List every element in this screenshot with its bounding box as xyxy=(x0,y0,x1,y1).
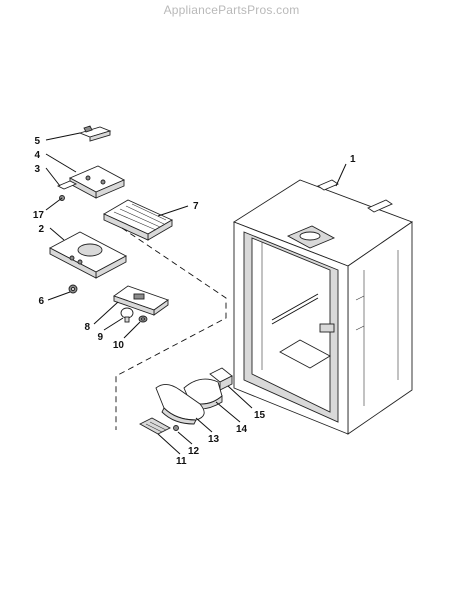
callout-15: 15 xyxy=(254,410,266,421)
part-6-screw[interactable] xyxy=(68,284,78,294)
part-9-bulb[interactable] xyxy=(120,307,134,323)
part-4-housing[interactable] xyxy=(68,165,126,199)
part-13-panel[interactable] xyxy=(155,384,205,425)
part-7-cover[interactable] xyxy=(103,199,173,241)
callout-12: 12 xyxy=(188,446,200,457)
callout-17: 17 xyxy=(33,210,45,221)
part-2-plate[interactable] xyxy=(49,231,127,279)
callout-7: 7 xyxy=(193,201,199,212)
callout-6: 6 xyxy=(38,296,44,307)
part-10-lamp[interactable] xyxy=(138,315,148,323)
callout-8: 8 xyxy=(84,322,90,333)
leader-lines xyxy=(45,132,347,455)
assembly-boundary xyxy=(115,227,227,430)
callout-1: 1 xyxy=(350,154,356,165)
callout-9: 9 xyxy=(97,332,103,343)
callout-3: 3 xyxy=(34,164,40,175)
callout-2: 2 xyxy=(38,224,44,235)
watermark: AppliancePartsPros.com xyxy=(163,3,300,17)
part-3-clip[interactable] xyxy=(56,180,78,201)
part-15-knob[interactable] xyxy=(209,367,233,391)
part-11-lens[interactable] xyxy=(139,417,171,435)
callout-14: 14 xyxy=(236,424,248,435)
part-12-screw[interactable] xyxy=(173,425,179,431)
part-5-bracket[interactable] xyxy=(78,125,112,142)
callout-4: 4 xyxy=(34,150,40,161)
callout-11: 11 xyxy=(176,456,187,467)
part-1-liner[interactable] xyxy=(233,179,413,435)
callout-10: 10 xyxy=(113,340,125,351)
callout-5: 5 xyxy=(34,136,40,147)
part-8-socket[interactable] xyxy=(113,285,169,316)
callout-13: 13 xyxy=(208,434,220,445)
